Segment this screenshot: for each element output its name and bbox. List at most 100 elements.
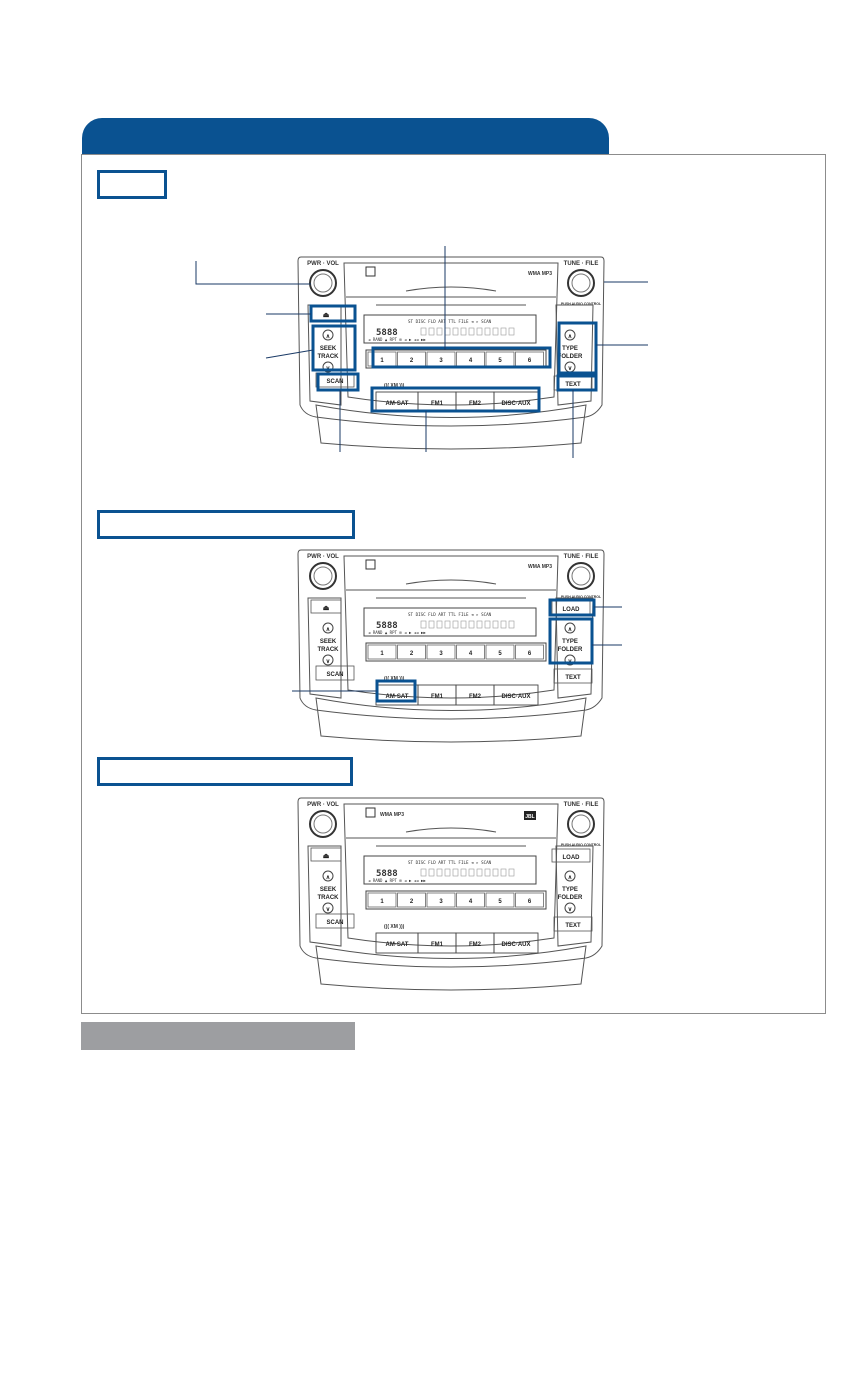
pwr-vol-knob-inner <box>313 273 333 293</box>
preset-row <box>365 349 547 369</box>
lcd-top-text: ST DISC FLD ART TTL FILE ◄ ▸ SCAN <box>408 860 492 865</box>
bezel-outline <box>297 797 605 968</box>
source-label-1: FM1 <box>431 942 444 948</box>
xm-logo: ((( XM ))) <box>384 383 405 389</box>
lcd-main-text: 5888 <box>376 869 398 879</box>
type-label: TYPE <box>562 639 578 645</box>
lcd-segment <box>468 620 475 629</box>
tune-file-label: TUNE · FILE <box>564 554 599 560</box>
pwr-vol-label: PWR · VOL <box>307 261 339 267</box>
type-down-glyph: ∨ <box>568 907 572 913</box>
tune-file-label: TUNE · FILE <box>564 261 599 267</box>
lcd-segment <box>484 868 491 877</box>
subsection-bar <box>81 1022 355 1050</box>
source-label-1: FM1 <box>431 694 444 700</box>
lcd-segment <box>436 327 443 336</box>
lcd-bottom-text: ◄ RAND ▲ RPT ⊞ ◄ ▶ ◄◄ ▶▶ <box>368 878 426 883</box>
lcd-segment <box>468 868 475 877</box>
lcd-segment <box>452 327 459 336</box>
text-button <box>553 668 593 684</box>
type-label: TYPE <box>562 346 578 352</box>
lcd-segment <box>500 620 507 629</box>
eject-label: ⏏ <box>323 853 330 860</box>
seek-down-icon <box>322 902 334 914</box>
figure-frame <box>81 154 826 1014</box>
preset-label-6: 6 <box>528 651 532 657</box>
lcd-top-text: ST DISC FLD ART TTL FILE ◄ ▸ SCAN <box>408 612 492 617</box>
lcd-segment <box>444 327 451 336</box>
lcd-segment <box>444 620 451 629</box>
lcd-segment <box>500 327 507 336</box>
jbl-label: JBL <box>525 814 534 820</box>
text-label: TEXT <box>565 923 581 929</box>
lcd-segment <box>428 327 435 336</box>
jbl-badge <box>524 811 536 820</box>
bezel-outline <box>297 549 605 720</box>
right-column <box>555 304 594 406</box>
tune-file-knob-inner <box>571 814 591 834</box>
scan-button <box>315 913 355 929</box>
wma-mp3-label: WMA MP3 <box>528 271 552 277</box>
preset-label-3: 3 <box>439 358 443 364</box>
lcd-segment <box>420 327 427 336</box>
wma-mp3-label: WMA MP3 <box>528 564 552 570</box>
lcd-segment <box>492 327 499 336</box>
tune-file-knob <box>567 562 595 590</box>
seek-up-glyph: ∧ <box>326 875 330 881</box>
disc-icon <box>365 266 376 277</box>
disc-icon <box>365 807 376 818</box>
lcd-segment <box>492 868 499 877</box>
bezel-inner <box>343 803 559 947</box>
track-label: TRACK <box>318 354 340 360</box>
text-label: TEXT <box>565 675 581 681</box>
lcd-display <box>363 607 537 637</box>
preset-button-2 <box>397 644 426 660</box>
lcd-segment <box>436 620 443 629</box>
source-label-0: AM·SAT <box>386 401 409 407</box>
preset-button-6 <box>515 644 544 660</box>
lcd-segment <box>508 327 515 336</box>
preset-label-6: 6 <box>528 899 532 905</box>
load-label: LOAD <box>563 607 581 613</box>
tune-file-label: TUNE · FILE <box>564 802 599 808</box>
eject-button <box>310 599 342 614</box>
right-column <box>555 845 594 947</box>
preset-label-5: 5 <box>498 358 502 364</box>
pwr-vol-label: PWR · VOL <box>307 554 339 560</box>
lcd-segment <box>436 868 443 877</box>
source-label-1: FM1 <box>431 401 444 407</box>
lcd-segment <box>500 868 507 877</box>
folder-label: FOLDER <box>558 354 583 360</box>
preset-button-2 <box>397 892 426 908</box>
preset-row <box>365 890 547 910</box>
lcd-segment <box>476 620 483 629</box>
text-label: TEXT <box>565 382 581 388</box>
source-label-0: AM·SAT <box>386 942 409 948</box>
preset-label-1: 1 <box>380 899 384 905</box>
bezel-outline <box>297 256 605 427</box>
seek-up-glyph: ∧ <box>326 334 330 340</box>
lcd-segment <box>460 620 467 629</box>
lcd-segment <box>476 868 483 877</box>
pwr-vol-knob <box>309 810 337 838</box>
cd-slot <box>346 827 556 847</box>
tune-file-knob-inner <box>571 273 591 293</box>
seek-up-icon <box>322 870 334 882</box>
lcd-segment <box>492 620 499 629</box>
section-header-bar <box>82 118 609 154</box>
preset-label-5: 5 <box>498 651 502 657</box>
scan-label: SCAN <box>326 672 343 678</box>
tune-file-knob <box>567 810 595 838</box>
preset-label-4: 4 <box>469 358 473 364</box>
preset-button-6 <box>515 892 544 908</box>
load-button <box>551 848 591 863</box>
seek-label: SEEK <box>320 639 337 645</box>
source-label-0: AM·SAT <box>386 694 409 700</box>
preset-row <box>365 642 547 662</box>
source-button-3 <box>493 932 539 954</box>
preset-button-3 <box>426 644 456 660</box>
eject-button <box>310 847 342 862</box>
scan-button <box>315 665 355 681</box>
lcd-segment <box>428 868 435 877</box>
